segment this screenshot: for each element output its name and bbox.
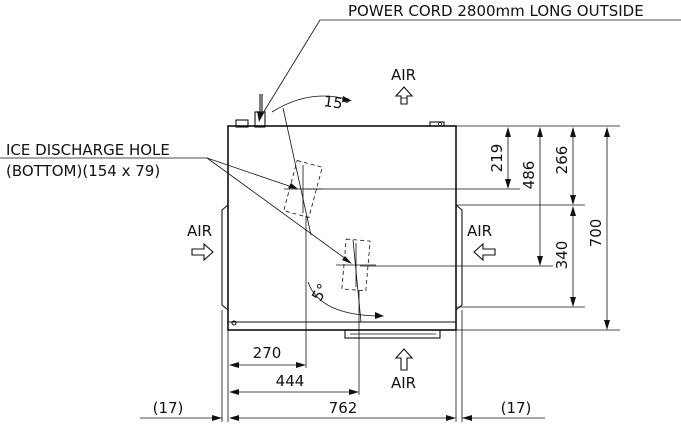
ice-hole-label-line1: ICE DISCHARGE HOLE	[6, 141, 170, 159]
dimension-219	[505, 127, 511, 189]
dimension-486	[537, 127, 543, 266]
reference-lines-right	[305, 125, 620, 331]
cabinet-outline	[221, 125, 463, 339]
dim-700-text: 700	[587, 219, 605, 248]
reference-lines-bottom	[221, 216, 463, 422]
angle-5-label: 5°	[308, 280, 332, 304]
dim-340-text: 340	[553, 241, 571, 270]
ice-hole-leader	[0, 157, 352, 264]
dim-266-text: 266	[553, 146, 571, 175]
air-bottom-arrow	[394, 348, 414, 371]
dimension-270	[229, 362, 306, 368]
dim-270-text: 270	[253, 344, 282, 362]
angle-15-annotation	[271, 95, 352, 236]
power-cord-label: POWER CORD 2800mm LONG OUTSIDE	[348, 2, 644, 20]
air-top-arrow	[394, 86, 414, 105]
dimension-17-right	[462, 415, 545, 421]
angle-5-annotation	[307, 239, 384, 323]
top-fittings	[235, 94, 445, 128]
air-top-label: AIR	[391, 66, 416, 84]
dim-219-text: 219	[488, 144, 506, 173]
dimension-700	[604, 127, 610, 330]
air-right-label: AIR	[467, 222, 492, 240]
dimension-17-left	[140, 415, 222, 421]
dim-17-right-text: (17)	[501, 399, 532, 417]
dim-486-text: 486	[520, 161, 538, 190]
air-left-arrow	[191, 242, 214, 262]
air-left-label: AIR	[187, 222, 212, 240]
ice-discharge-hole-lower	[336, 238, 376, 292]
angle-15-label: 15°	[322, 92, 351, 114]
dim-17-left-text: (17)	[153, 399, 184, 417]
ice-hole-label-line2: (BOTTOM)(154 x 79)	[6, 162, 160, 180]
dim-444-text: 444	[276, 372, 305, 390]
dimension-444	[229, 389, 359, 395]
dimension-340	[570, 206, 576, 307]
air-right-arrow	[473, 242, 496, 262]
dimension-762	[229, 415, 456, 421]
dimension-266	[570, 127, 576, 205]
dim-762-text: 762	[329, 399, 358, 417]
power-cord-leader	[257, 19, 681, 122]
air-bottom-label: AIR	[391, 374, 416, 392]
